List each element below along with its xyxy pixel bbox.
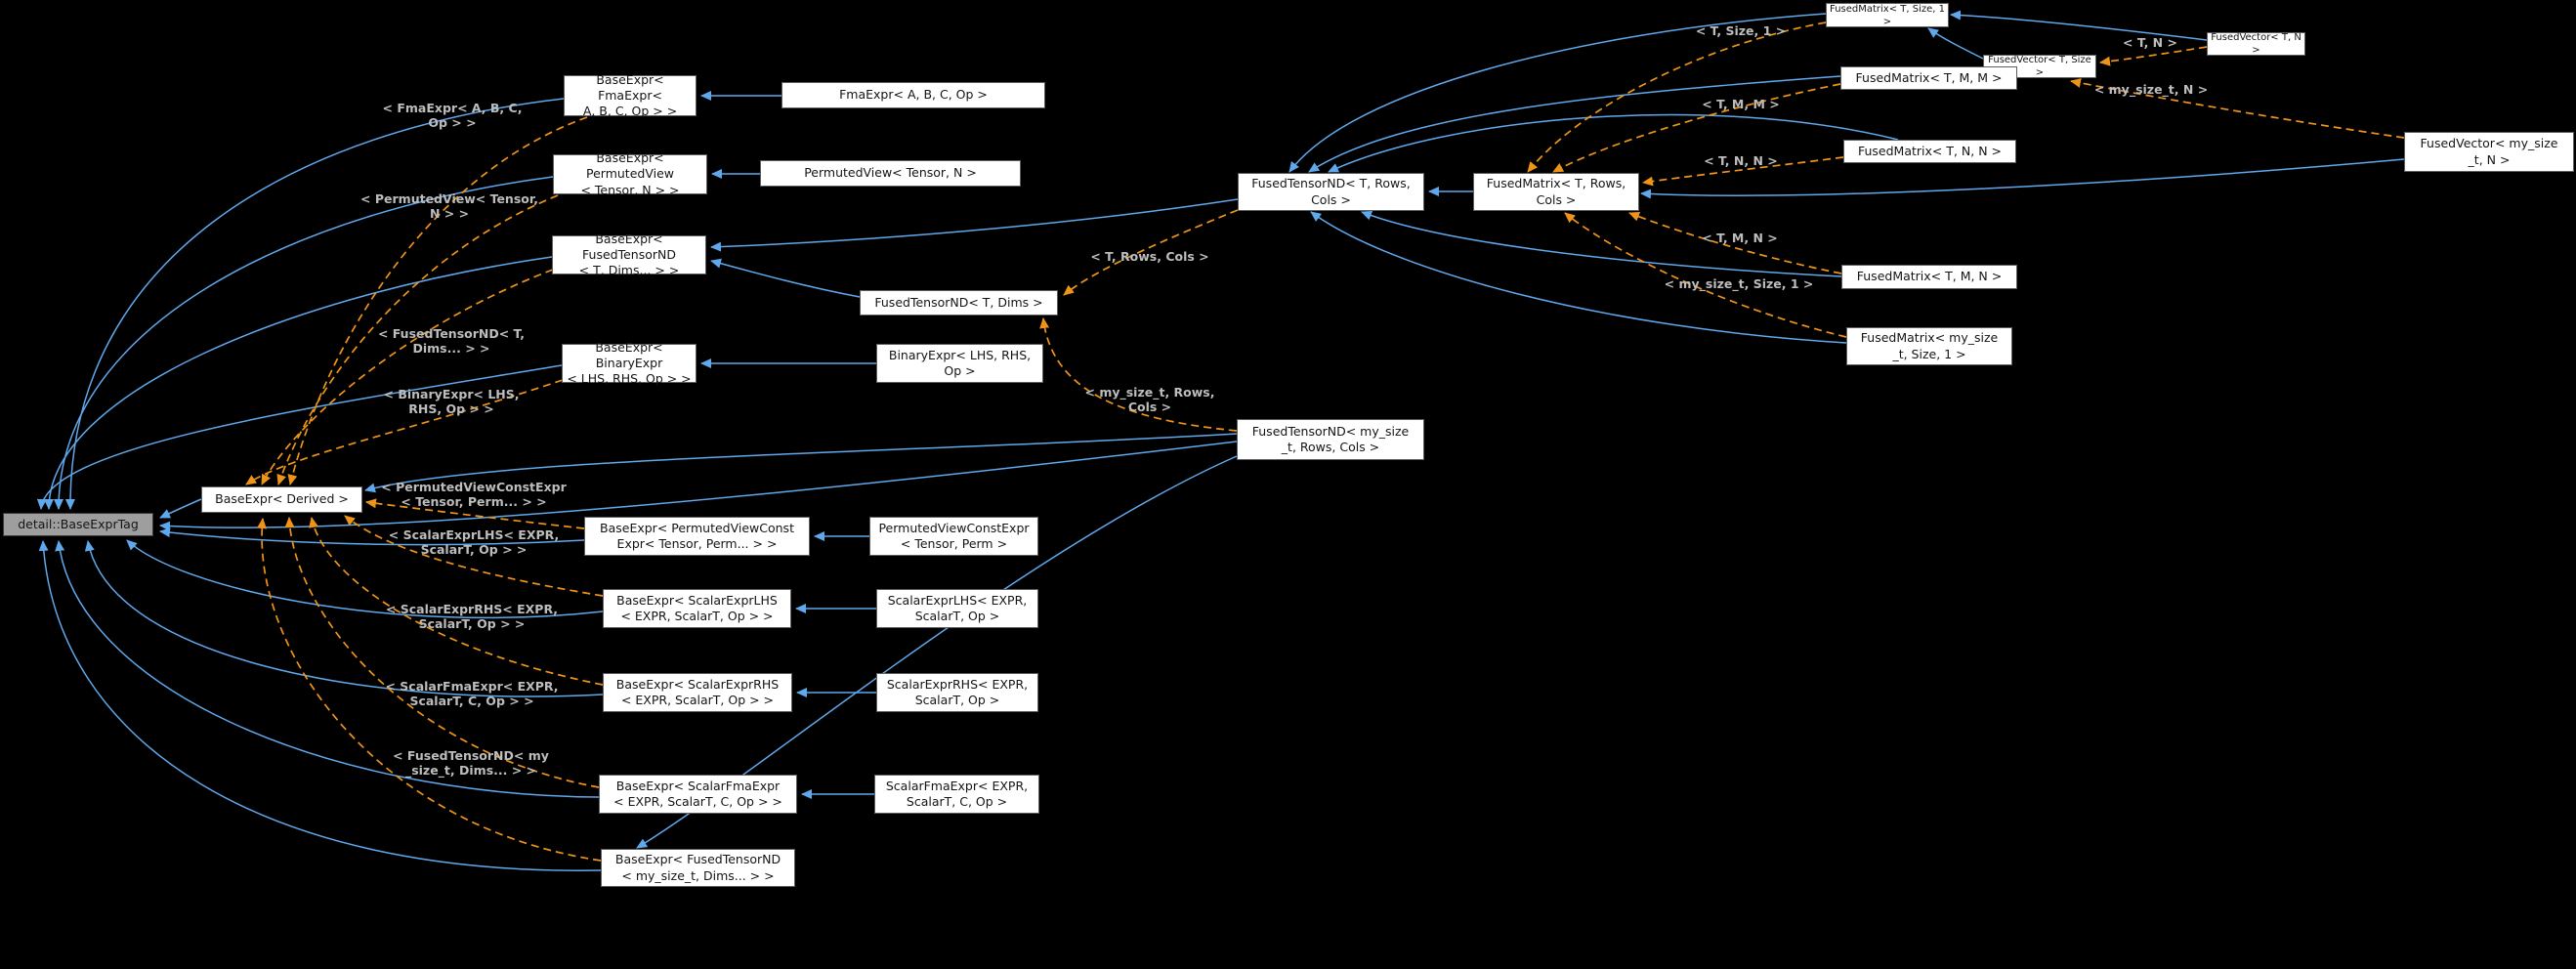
template-edge-be-permuted-view-const-to-base-expr-derived: [365, 498, 585, 529]
node-permuted-view-const[interactable]: PermutedViewConstExpr < Tensor, Perm >: [869, 517, 1038, 556]
template-edge-be-fma-to-base-expr-derived: [287, 116, 588, 485]
template-edge-fused-matrix-my-size-t-size-1-to-fused-matrix-t-rows-cols: [1564, 212, 1847, 338]
node-fma[interactable]: FmaExpr< A, B, C, Op >: [781, 82, 1045, 108]
template-edge-be-scalar-fma-to-base-expr-derived: [284, 517, 600, 788]
node-scalar-lhs[interactable]: ScalarExprLHS< EXPR, ScalarT, Op >: [876, 589, 1038, 628]
inheritance-edge-be-scalar-lhs-to-detail-base-expr-tag: [126, 539, 604, 619]
template-edge-fused-vector-t-n-to-fused-vector-t-size: [2099, 46, 2208, 66]
node-fused-matrix-t-m-m[interactable]: FusedMatrix< T, M, M >: [1840, 66, 2017, 90]
template-edge-be-fused-tensor-my-to-base-expr-derived: [257, 518, 602, 862]
inheritance-edge-fused-vector-t-size-to-fused-matrix-t-size-1: [1927, 27, 1984, 60]
inheritance-edge-base-expr-derived-to-detail-base-expr-tag: [159, 498, 202, 519]
node-be-permuted-view-const[interactable]: BaseExpr< PermutedViewConst Expr< Tensor…: [584, 517, 810, 556]
inheritance-edge-fused-vector-t-n-to-fused-matrix-t-size-1: [1950, 10, 2208, 41]
node-fused-tensor-t-rows-cols[interactable]: FusedTensorND< T, Rows, Cols >: [1238, 173, 1424, 211]
template-edge-fused-vector-my-size-t-n-to-fused-vector-t-size: [2070, 78, 2405, 139]
inheritance-edge-be-fma-to-detail-base-expr-tag: [64, 98, 565, 510]
inheritance-edge-be-fused-tensor-my-to-detail-base-expr-tag: [38, 540, 602, 871]
template-edge-fused-matrix-t-size-1-to-fused-matrix-t-rows-cols: [1527, 21, 1827, 173]
template-edge-be-scalar-rhs-to-base-expr-derived: [309, 517, 604, 686]
inheritance-edge-be-permuted-view-to-detail-base-expr-tag: [54, 176, 554, 510]
inheritance-edge-fused-tensor-t-rows-cols-to-be-fused-tensor: [710, 198, 1239, 252]
inheritance-edge-fused-tensor-t-dims-to-be-fused-tensor: [710, 258, 861, 298]
inheritance-edge-be-scalar-fma-to-detail-base-expr-tag: [55, 540, 600, 798]
inheritance-edge-be-scalar-rhs-to-detail-base-expr-tag: [84, 540, 604, 697]
template-edge-be-permuted-view-to-base-expr-derived: [276, 194, 559, 485]
node-be-scalar-lhs[interactable]: BaseExpr< ScalarExprLHS < EXPR, ScalarT,…: [603, 589, 791, 628]
inheritance-edge-fused-tensor-my-size-t-rows-cols-to-detail-base-expr-tag: [159, 441, 1238, 531]
node-fused-vector-my-size-t-n[interactable]: FusedVector< my_size _t, N >: [2404, 132, 2574, 172]
node-fused-matrix-t-size-1[interactable]: FusedMatrix< T, Size, 1 >: [1826, 3, 1949, 27]
template-edge-fused-tensor-t-rows-cols-to-fused-tensor-t-dims: [1063, 209, 1239, 296]
inheritance-edge-fused-matrix-t-size-1-to-fused-tensor-t-rows-cols: [1288, 13, 1827, 173]
node-scalar-fma[interactable]: ScalarFmaExpr< EXPR, ScalarT, C, Op >: [874, 775, 1039, 814]
node-base-expr-derived[interactable]: BaseExpr< Derived >: [201, 486, 362, 513]
inheritance-edge-be-fused-tensor-to-detail-base-expr-tag: [44, 256, 553, 510]
node-fused-tensor-t-dims[interactable]: FusedTensorND< T, Dims >: [860, 290, 1058, 316]
inheritance-edge-fused-tensor-my-size-t-rows-cols-to-base-expr-derived: [364, 433, 1238, 493]
inheritance-edge-fused-matrix-t-m-n-to-fused-tensor-t-rows-cols: [1361, 210, 1842, 277]
node-fused-matrix-t-rows-cols[interactable]: FusedMatrix< T, Rows, Cols >: [1473, 173, 1639, 211]
template-edge-fused-tensor-my-size-t-rows-cols-to-fused-tensor-t-dims: [1039, 317, 1238, 432]
template-edge-be-binary-to-base-expr-derived: [245, 379, 564, 485]
node-binary[interactable]: BinaryExpr< LHS, RHS, Op >: [876, 344, 1043, 383]
node-detail-base-expr-tag[interactable]: detail::BaseExprTag: [3, 513, 153, 536]
template-edge-fused-matrix-t-m-n-to-fused-matrix-t-rows-cols: [1628, 212, 1842, 274]
node-scalar-rhs[interactable]: ScalarExprRHS< EXPR, ScalarT, Op >: [876, 673, 1038, 712]
template-edge-fused-matrix-t-m-m-to-fused-matrix-t-rows-cols: [1552, 83, 1841, 173]
node-fused-tensor-my-size-t-rows-cols[interactable]: FusedTensorND< my_size _t, Rows, Cols >: [1237, 419, 1424, 460]
node-be-scalar-fma[interactable]: BaseExpr< ScalarFmaExpr < EXPR, ScalarT,…: [599, 775, 797, 814]
node-fused-matrix-t-n-n[interactable]: FusedMatrix< T, N, N >: [1843, 140, 2016, 163]
node-fused-matrix-my-size-t-size-1[interactable]: FusedMatrix< my_size _t, Size, 1 >: [1846, 327, 2012, 365]
node-fused-vector-t-n[interactable]: FusedVector< T, N >: [2207, 32, 2305, 56]
template-edge-fused-matrix-t-n-n-to-fused-matrix-t-rows-cols: [1642, 156, 1844, 187]
template-edge-be-fused-tensor-to-base-expr-derived: [261, 269, 554, 485]
node-be-binary[interactable]: BaseExpr< BinaryExpr < LHS, RHS, Op > >: [562, 340, 697, 386]
template-edge-be-scalar-lhs-to-base-expr-derived: [344, 515, 604, 597]
inheritance-edge-be-binary-to-detail-base-expr-tag: [36, 364, 563, 510]
inheritance-edge-fused-vector-my-size-t-n-to-fused-matrix-t-rows-cols: [1640, 158, 2405, 199]
node-fused-matrix-t-m-n[interactable]: FusedMatrix< T, M, N >: [1841, 265, 2017, 289]
node-be-fma[interactable]: BaseExpr< FmaExpr< A, B, C, Op > >: [564, 72, 697, 118]
inheritance-edge-fused-matrix-my-size-t-size-1-to-fused-tensor-t-rows-cols: [1310, 211, 1847, 344]
node-be-permuted-view[interactable]: BaseExpr< PermutedView < Tensor, N > >: [553, 150, 707, 197]
inheritance-edge-fused-matrix-t-n-n-to-fused-tensor-t-rows-cols: [1328, 113, 1899, 173]
node-be-fused-tensor-my[interactable]: BaseExpr< FusedTensorND < my_size_t, Dim…: [601, 849, 795, 887]
node-be-scalar-rhs[interactable]: BaseExpr< ScalarExprRHS < EXPR, ScalarT,…: [603, 673, 792, 712]
inheritance-edge-be-permuted-view-const-to-detail-base-expr-tag: [159, 527, 585, 546]
node-permuted-view[interactable]: PermutedView< Tensor, N >: [760, 160, 1021, 187]
node-be-fused-tensor[interactable]: BaseExpr< FusedTensorND < T, Dims... > >: [552, 232, 706, 277]
inheritance-edge-fused-matrix-t-m-m-to-fused-tensor-t-rows-cols: [1308, 75, 1841, 173]
